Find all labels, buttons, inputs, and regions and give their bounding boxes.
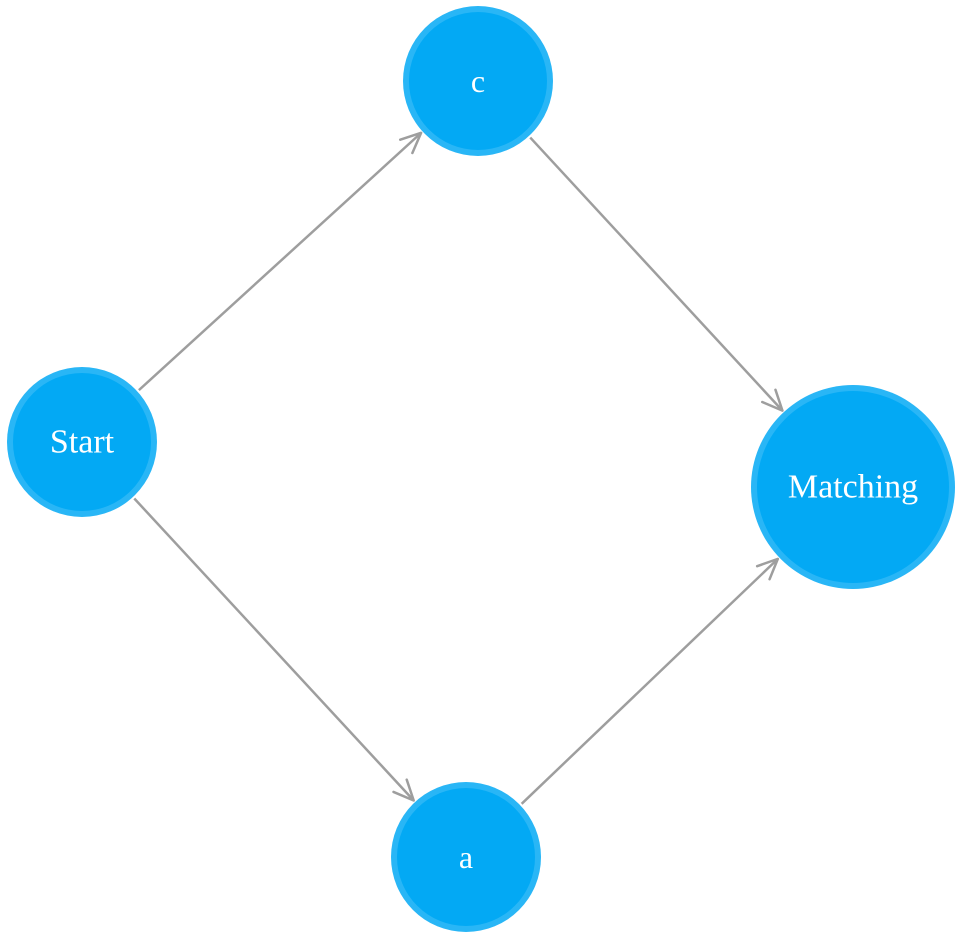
edge-line xyxy=(133,497,415,802)
edge-line xyxy=(520,557,779,805)
node-matching[interactable]: Matching xyxy=(751,385,955,589)
nodes-layer: Start c a Matching xyxy=(7,6,955,932)
node-label: c xyxy=(471,63,485,99)
node-fill xyxy=(13,373,151,511)
edges-layer xyxy=(133,131,784,805)
node-fill xyxy=(409,12,547,150)
node-a[interactable]: a xyxy=(391,782,541,932)
node-label: Start xyxy=(50,424,115,461)
node-label: Matching xyxy=(788,469,918,506)
arrowhead-icon xyxy=(761,388,784,412)
arrowhead-icon xyxy=(392,778,415,802)
node-start[interactable]: Start xyxy=(7,367,157,517)
node-fill xyxy=(397,788,535,926)
edge-line xyxy=(138,131,422,392)
arrowhead-icon xyxy=(755,557,780,581)
edge-c-to-matching xyxy=(529,136,784,412)
edge-start-to-c xyxy=(138,131,423,392)
edge-start-to-a xyxy=(133,497,415,802)
arrowhead-icon xyxy=(399,131,423,155)
edge-a-to-matching xyxy=(520,557,780,805)
node-c[interactable]: c xyxy=(403,6,553,156)
edge-line xyxy=(529,136,784,412)
node-fill xyxy=(757,391,949,583)
node-label: a xyxy=(459,839,473,875)
